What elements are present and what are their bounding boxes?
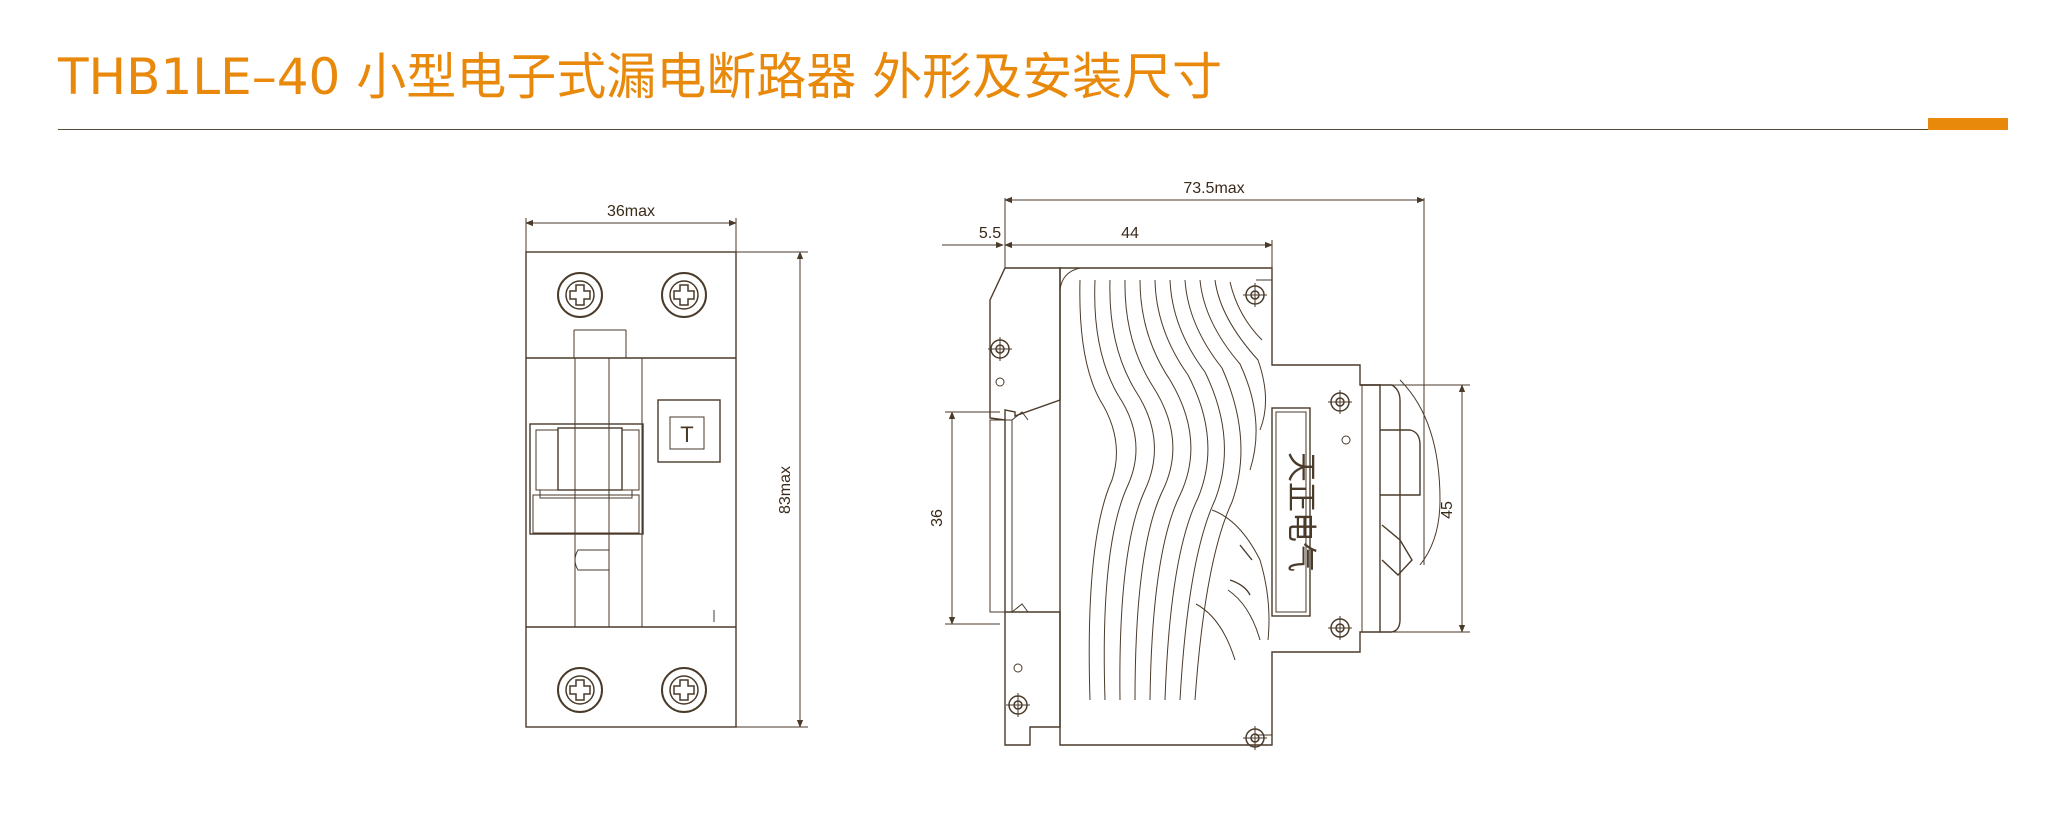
- handle-grip: [557, 427, 623, 491]
- offset-label: 5.5: [979, 225, 1001, 242]
- terminal-screw-icon: [557, 272, 603, 318]
- test-button-label: T: [680, 422, 693, 447]
- front-height-label: 83max: [777, 466, 794, 514]
- terminal-screw-icon: [661, 667, 707, 713]
- brand-logo-text: 天正电气: [1283, 452, 1318, 572]
- rail-width-label: 36: [929, 509, 946, 527]
- mounting-screw-icon: [1005, 692, 1031, 718]
- body-depth-label: 44: [1121, 225, 1139, 242]
- front-face-outline: [1360, 384, 1401, 633]
- housing-screw-icon: [1242, 282, 1268, 308]
- housing-screw-icon: [1327, 389, 1353, 415]
- front-height-label: 45: [1439, 501, 1456, 519]
- title-accent-bar: [1928, 118, 2008, 130]
- terminal-screw-icon: [557, 667, 603, 713]
- mounting-screw-icon: [987, 336, 1013, 362]
- title-divider: [58, 129, 2008, 130]
- ventilation-fins: [1079, 279, 1270, 701]
- front-body-outline: [525, 251, 737, 728]
- housing-screw-icon: [1327, 615, 1353, 641]
- housing-screw-icon: [1242, 725, 1268, 751]
- page-title: THB1LE–40 小型电子式漏电断路器 外形及安装尺寸: [58, 48, 1223, 106]
- test-button: [657, 399, 721, 463]
- terminal-screw-icon: [661, 272, 707, 318]
- front-width-label: 36max: [607, 203, 655, 220]
- front-view: T 36max 83max: [525, 203, 808, 728]
- side-handle: [1380, 429, 1421, 496]
- side-body-outline: [1059, 267, 1381, 746]
- brand-logo-plate: [1271, 407, 1311, 617]
- handle-frame: [529, 423, 644, 535]
- side-view: 天正电气 73.5max 5.5 44 36 45: [929, 180, 1470, 751]
- depth-label: 73.5max: [1183, 180, 1244, 197]
